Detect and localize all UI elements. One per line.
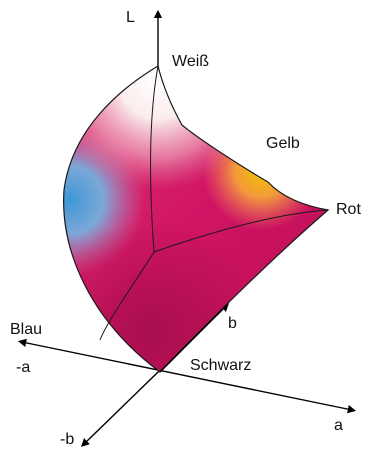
- axis-label-l: L: [126, 9, 135, 26]
- point-label-red: Rot: [336, 201, 361, 218]
- color-solid-outline: [63, 65, 330, 373]
- a-axis-line: [17, 338, 357, 414]
- edge-center-to-red: [153, 209, 329, 253]
- point-label-yellow: Gelb: [266, 135, 300, 152]
- axis-label-a: a: [334, 417, 343, 434]
- axis-label-b: b: [228, 315, 237, 332]
- point-label-black: Schwarz: [190, 357, 251, 374]
- edge-center-to-black: [99, 251, 155, 341]
- point-label-blue: Blau: [10, 321, 42, 338]
- color-solid: [63, 66, 329, 372]
- axis-label-minus-a: -a: [16, 359, 30, 376]
- axis-label-minus-b: -b: [60, 431, 74, 448]
- edge-white-to-center: [150, 65, 159, 253]
- point-label-white: Weiß: [172, 53, 209, 70]
